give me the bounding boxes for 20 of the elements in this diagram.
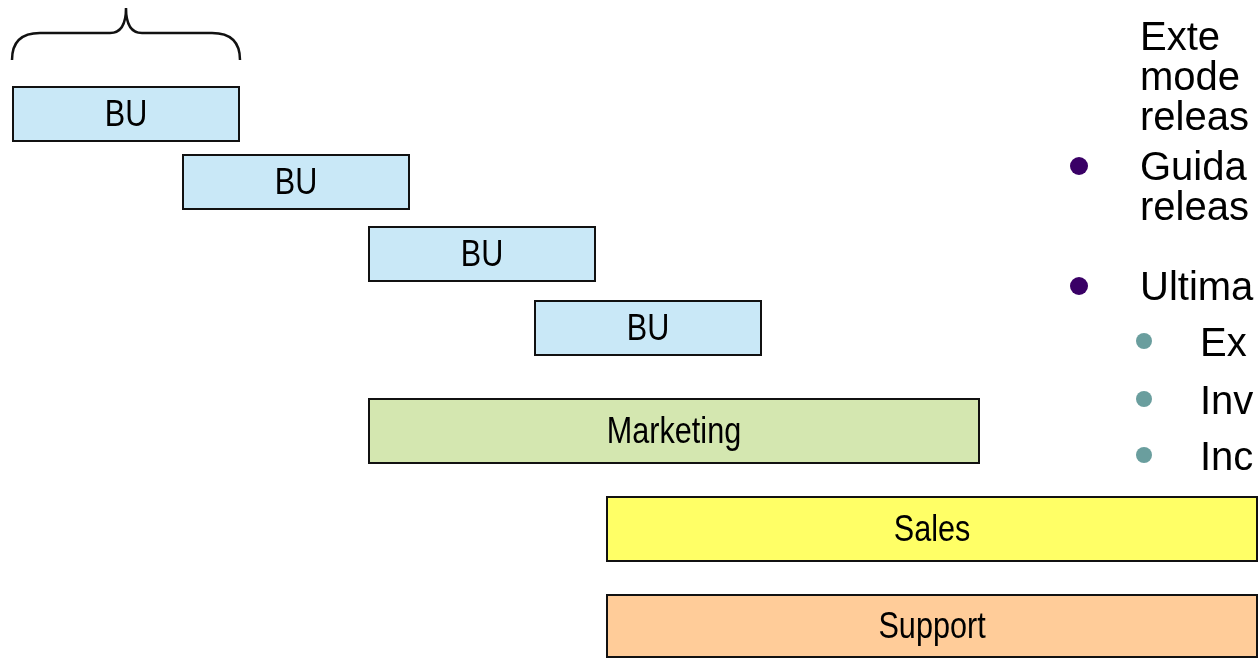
bar-label: BU [460, 233, 504, 275]
bar-box [534, 300, 762, 356]
bar-label: BU [626, 307, 670, 349]
bar-label: Marketing [606, 410, 742, 452]
bar-box [606, 594, 1258, 658]
bar-label: BU [274, 161, 318, 203]
bullet-text: Guida releas [1140, 146, 1250, 226]
bar-label: BU [104, 93, 148, 135]
bar-box [606, 496, 1258, 562]
bullet-text: Ex [1200, 322, 1248, 362]
bar-label: Sales [893, 508, 971, 550]
bullet-text: Exte mode releas [1140, 16, 1250, 136]
bar-box [368, 226, 596, 282]
bar-box [182, 154, 410, 210]
bar-label: Support [878, 605, 986, 647]
bullet-text: Inc [1200, 436, 1255, 476]
bar-box [368, 398, 980, 464]
bar-box [12, 86, 240, 142]
bullet-text: Inv [1200, 380, 1255, 420]
bullet-text: Ultima [1140, 266, 1255, 306]
